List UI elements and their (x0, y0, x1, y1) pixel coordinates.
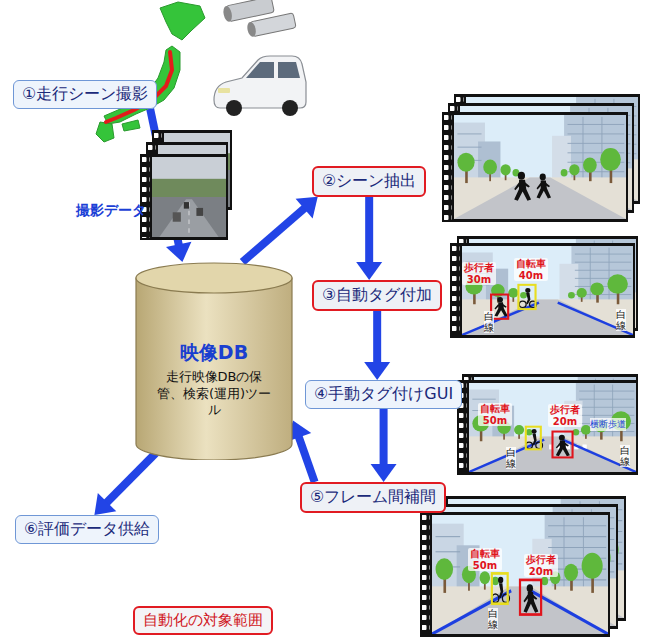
photo-film-strip (140, 130, 232, 240)
database-cylinder: 映像DB 走行映像DBの保管、検索(運用)ツール (135, 262, 293, 460)
japan-map (96, 2, 205, 142)
tag-label: 自転車 50m (468, 548, 502, 571)
camera-icons (222, 0, 296, 38)
lane-label: 白線 (484, 311, 494, 333)
legend-text: 自動化の対象範囲 (143, 611, 263, 629)
scene-film-strip (442, 94, 640, 222)
lane-label: 白線 (506, 447, 516, 469)
flow-arrow (94, 450, 158, 515)
interpolated-film-strip (420, 496, 626, 637)
photo-label: 撮影データ (76, 202, 146, 220)
node-title: ①走行シーン撮影 (22, 84, 148, 105)
process-box: ①走行シーン撮影 (13, 80, 157, 109)
tag-label: 歩行者 20m (548, 404, 582, 427)
process-box: ④手動タグ付けGUI (305, 380, 462, 409)
lane-label: 白線 (616, 309, 626, 331)
manual-tag-film-strip (457, 374, 638, 475)
process-box: ②シーン抽出 (312, 166, 426, 197)
car-icon (214, 56, 306, 116)
tag-label: 自転車 40m (514, 258, 548, 281)
flow-arrow (364, 311, 390, 380)
tag-label: 歩行者 20m (524, 554, 558, 577)
lane-label: 白線 (620, 445, 630, 467)
tag-label: 自転車 50m (478, 403, 512, 426)
node-title: ③自動タグ付加 (322, 285, 432, 306)
process-box: ⑥評価データ供給 (15, 515, 159, 544)
crosswalk-label: 横断歩道 (590, 418, 626, 431)
legend-box: 自動化の対象範囲 (133, 606, 273, 635)
node-title: ②シーン抽出 (322, 171, 416, 192)
flow-arrow (242, 197, 317, 262)
node-title: 映像DB (155, 340, 273, 365)
lane-label: 白線 (488, 608, 498, 630)
node-title: ⑥評価データ供給 (24, 519, 150, 540)
flow-arrow (356, 197, 382, 280)
flow-arrow (371, 409, 397, 482)
node-body: 走行映像DBの保管、検索(運用)ツール (155, 369, 273, 420)
tagged-film-strip (450, 236, 638, 338)
node-title: ⑤フレーム間補間 (310, 487, 436, 508)
process-box: ⑤フレーム間補間 (300, 482, 446, 513)
tag-label: 歩行者 30m (462, 262, 496, 285)
process-box: ③自動タグ付加 (312, 280, 442, 311)
node-title: ④手動タグ付けGUI (314, 384, 453, 405)
